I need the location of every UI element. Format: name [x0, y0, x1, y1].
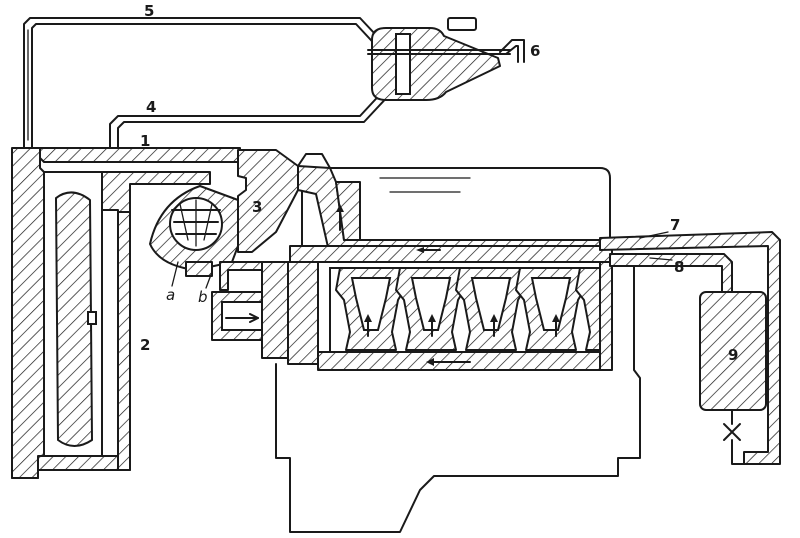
- hose-2-return-line: [101, 171, 211, 471]
- engine-block: [275, 153, 641, 533]
- expansion-tank: [367, 17, 525, 101]
- heater-core: [699, 291, 767, 465]
- pipe-4-expansion-return-line: [109, 87, 393, 149]
- radiator: [11, 147, 131, 479]
- callout-9: 9: [728, 346, 738, 364]
- callout-5: 5: [144, 2, 154, 20]
- callout-8: 8: [674, 258, 684, 276]
- heater-pipe-7: [599, 231, 781, 465]
- cylinder-bores: [335, 267, 601, 351]
- pipe-5-overflow-line: [23, 17, 391, 149]
- callout-4: 4: [146, 98, 156, 116]
- callout-b: b: [198, 288, 208, 306]
- callout-6: 6: [530, 42, 540, 60]
- callout-3: 3: [252, 198, 262, 216]
- coolant-flow-arrows: [336, 204, 560, 366]
- callout-7: 7: [670, 216, 680, 234]
- cylinder-head-water-jacket: [289, 165, 613, 263]
- callout-2: 2: [140, 336, 150, 354]
- hose-1-upper-radiator-line: [39, 147, 241, 163]
- callout-a: a: [166, 286, 175, 304]
- callout-1: 1: [140, 132, 150, 150]
- callout-leader-lines: [171, 231, 673, 289]
